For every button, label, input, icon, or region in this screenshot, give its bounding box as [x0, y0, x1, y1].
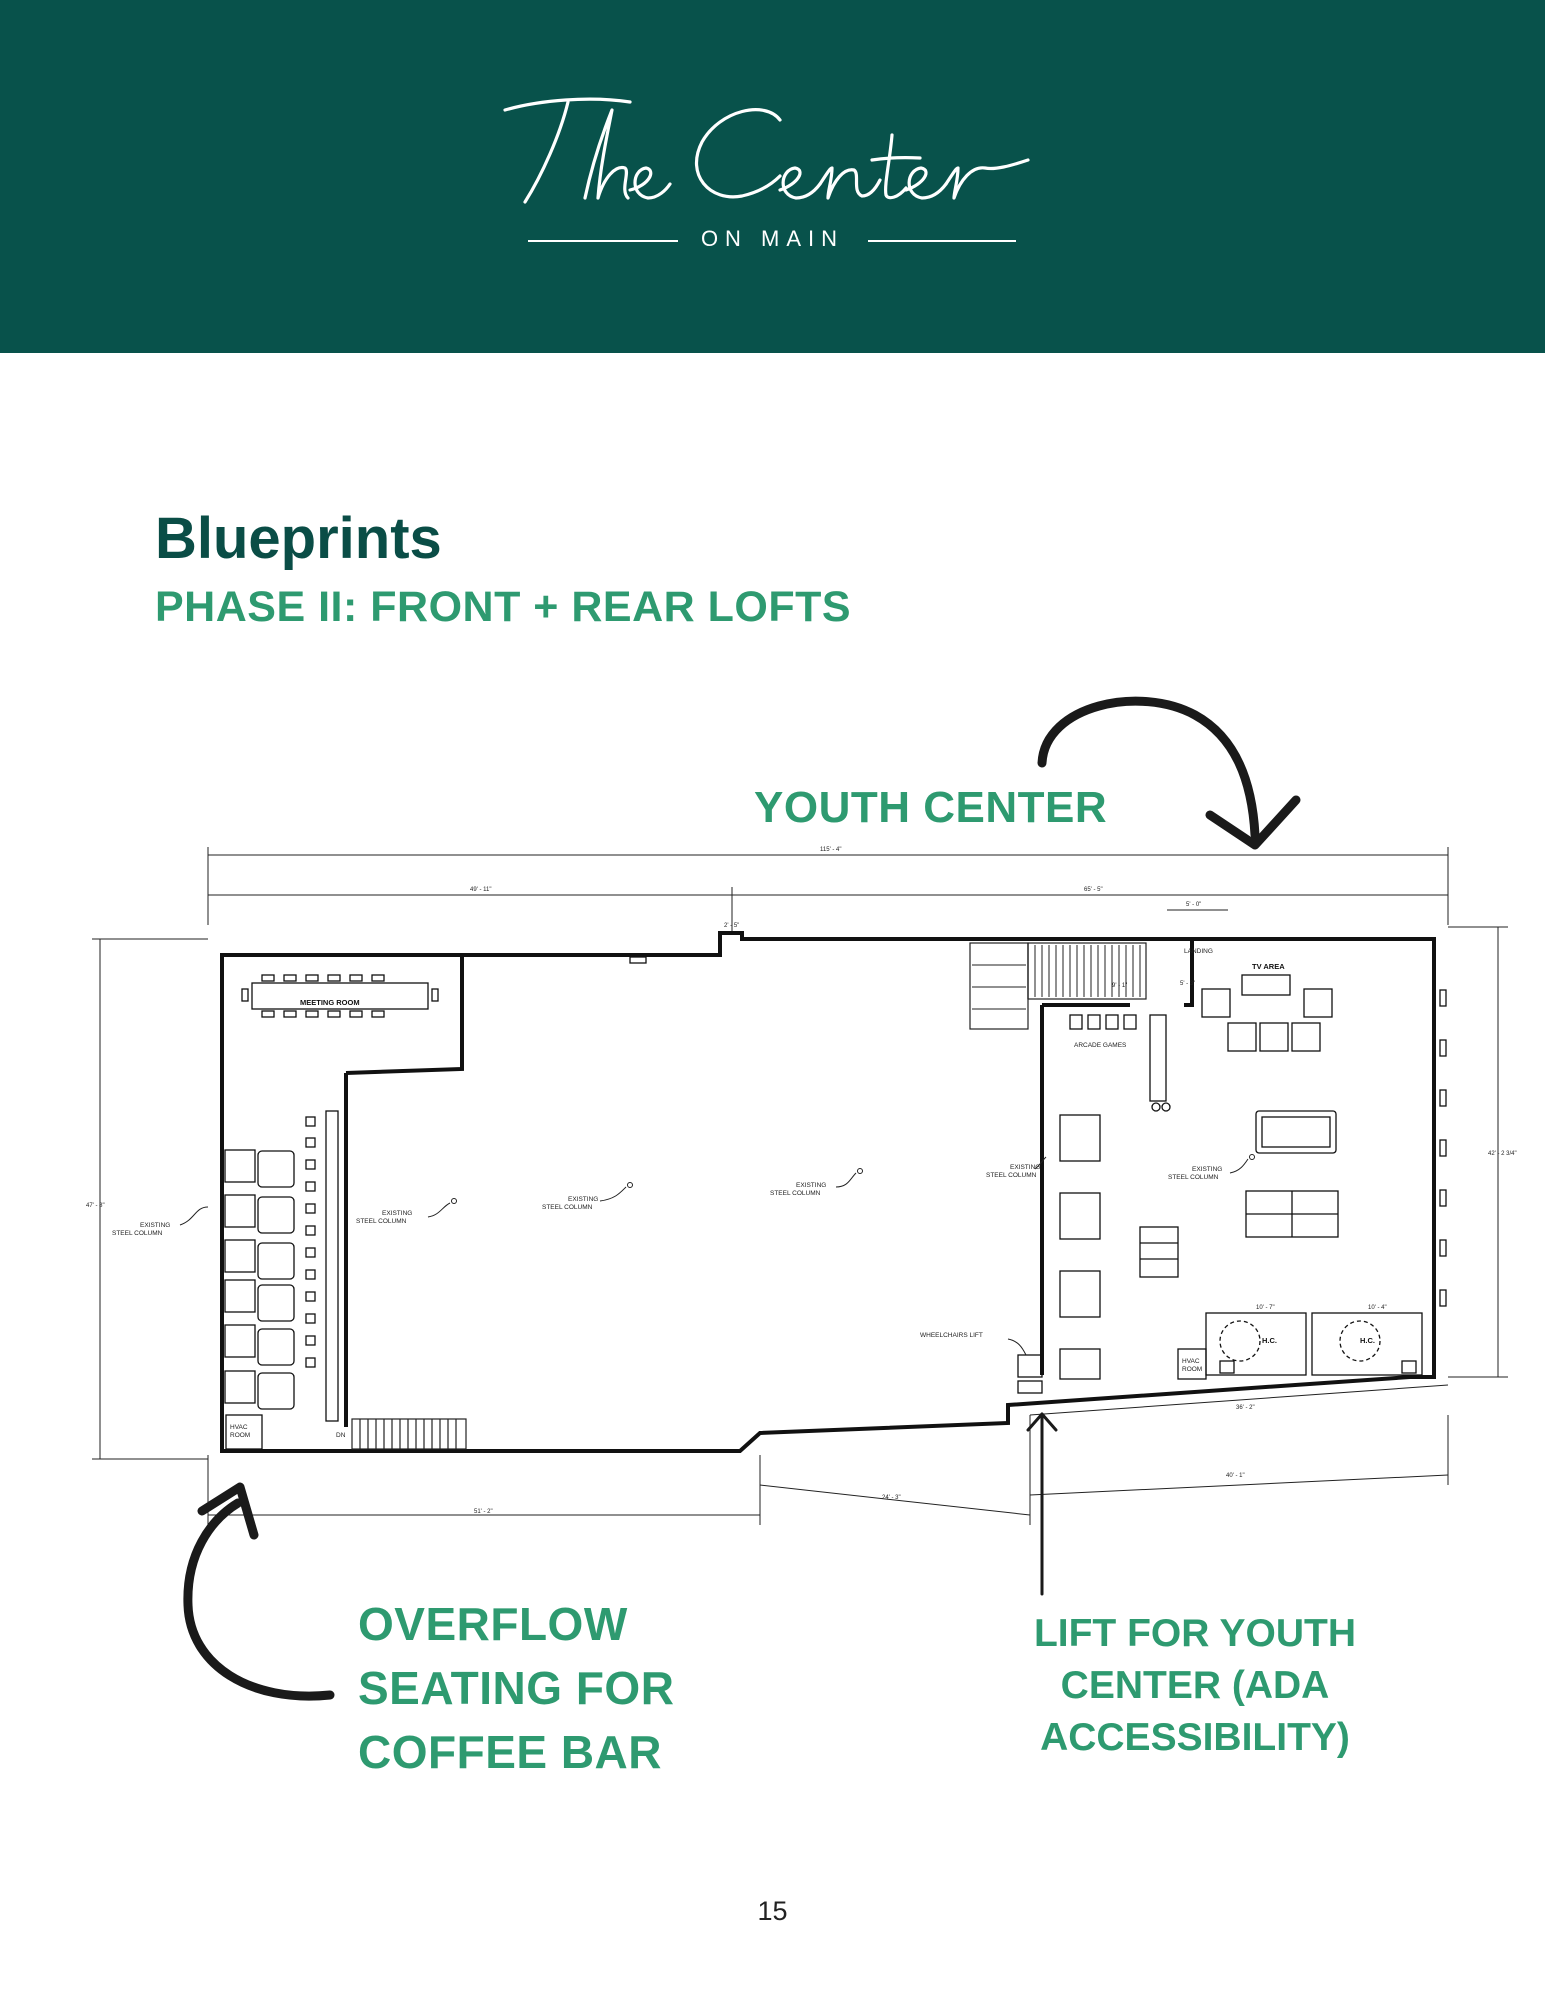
the-center-logo — [503, 97, 1030, 204]
floor-plan-blueprint: MEETING ROOM TV AREA LANDING ARCADE GAME… — [86, 847, 1517, 1525]
page-title: Blueprints — [155, 506, 442, 571]
label-meeting-room: MEETING ROOM — [300, 998, 360, 1007]
label-steel-column-1b: STEEL COLUMN — [112, 1230, 163, 1237]
dim-overall-width: 115' - 4" — [820, 847, 842, 853]
logo-rule-right — [868, 240, 1016, 242]
dim-restroom-band: 36' - 2" — [1236, 1405, 1255, 1411]
logo-subtitle: ON MAIN — [686, 226, 859, 252]
label-steel-column-5a: EXISTING — [1010, 1164, 1040, 1171]
label-dn: DN — [336, 1432, 346, 1439]
dim-restroom-left: 10' - 7" — [1256, 1305, 1275, 1311]
label-hvac-right-2: ROOM — [1182, 1366, 1202, 1373]
callout-lift: LIFT FOR YOUTH CENTER (ADA ACCESSIBILITY… — [1010, 1608, 1380, 1764]
label-arcade-games: ARCADE GAMES — [1074, 1042, 1127, 1049]
label-steel-column-6a: EXISTING — [1192, 1166, 1222, 1173]
page-subtitle: PHASE II: FRONT + REAR LOFTS — [155, 583, 852, 631]
arrow-overflow-seating-icon — [183, 1482, 335, 1701]
callout-overflow-line-2: SEATING FOR — [358, 1662, 675, 1714]
label-tv-area: TV AREA — [1252, 962, 1285, 971]
label-steel-column-2a: EXISTING — [382, 1210, 412, 1217]
callout-lift-line-2: CENTER (ADA — [1060, 1664, 1330, 1707]
arrow-youth-center-icon — [1037, 696, 1301, 850]
dim-bottom-right: 40' - 1" — [1226, 1473, 1245, 1479]
dim-right-height: 42' - 2 3/4" — [1488, 1151, 1517, 1157]
label-steel-column-2b: STEEL COLUMN — [356, 1218, 407, 1225]
label-steel-column-3b: STEEL COLUMN — [542, 1204, 593, 1211]
header-banner — [0, 0, 1545, 353]
label-wheelchairs-lift: WHEELCHAIRS LIFT — [920, 1332, 983, 1339]
dim-step-depth: 2' - 5" — [724, 923, 739, 929]
dim-landing-width: 5' - 0" — [1186, 902, 1201, 908]
dim-landing-depth: 5' - 3" — [1180, 981, 1195, 987]
dim-left-height: 47' - 8" — [86, 1203, 105, 1209]
label-steel-column-4a: EXISTING — [796, 1182, 826, 1189]
label-steel-column-6b: STEEL COLUMN — [1168, 1174, 1219, 1181]
label-steel-column-4b: STEEL COLUMN — [770, 1190, 821, 1197]
callout-overflow-line-3: COFFEE BAR — [358, 1726, 662, 1778]
label-hvac-right-1: HVAC — [1182, 1358, 1200, 1365]
dim-bottom-mid: 24' - 3" — [882, 1495, 901, 1501]
dim-left-top: 49' - 11" — [470, 887, 492, 893]
label-hvac-left-1: HVAC — [230, 1424, 248, 1431]
label-landing: LANDING — [1184, 948, 1213, 955]
dim-right-top: 65' - 5" — [1084, 887, 1103, 893]
label-hc-left: H.C. — [1262, 1336, 1277, 1345]
callout-overflow-seating: OVERFLOW SEATING FOR COFFEE BAR — [358, 1592, 674, 1784]
logo-rule-left — [528, 240, 678, 242]
callout-lift-line-1: LIFT FOR YOUTH — [1033, 1612, 1357, 1655]
callout-youth-center: YOUTH CENTER — [754, 783, 1108, 832]
label-steel-column-5b: STEEL COLUMN — [986, 1172, 1037, 1179]
dim-bottom-left: 51' - 2" — [474, 1509, 493, 1515]
label-hvac-left-2: ROOM — [230, 1432, 250, 1439]
callout-lift-line-3: ACCESSIBILITY) — [1040, 1716, 1350, 1759]
label-steel-column-3a: EXISTING — [568, 1196, 598, 1203]
dim-restroom-right: 10' - 4" — [1368, 1305, 1387, 1311]
label-hc-right: H.C. — [1360, 1336, 1375, 1345]
dim-stair-depth: 9' - 1" — [1112, 983, 1127, 989]
arrow-lift-icon — [1026, 1412, 1058, 1596]
label-steel-column-1a: EXISTING — [140, 1222, 170, 1229]
page-number: 15 — [757, 1896, 788, 1926]
callout-overflow-line-1: OVERFLOW — [358, 1598, 628, 1650]
